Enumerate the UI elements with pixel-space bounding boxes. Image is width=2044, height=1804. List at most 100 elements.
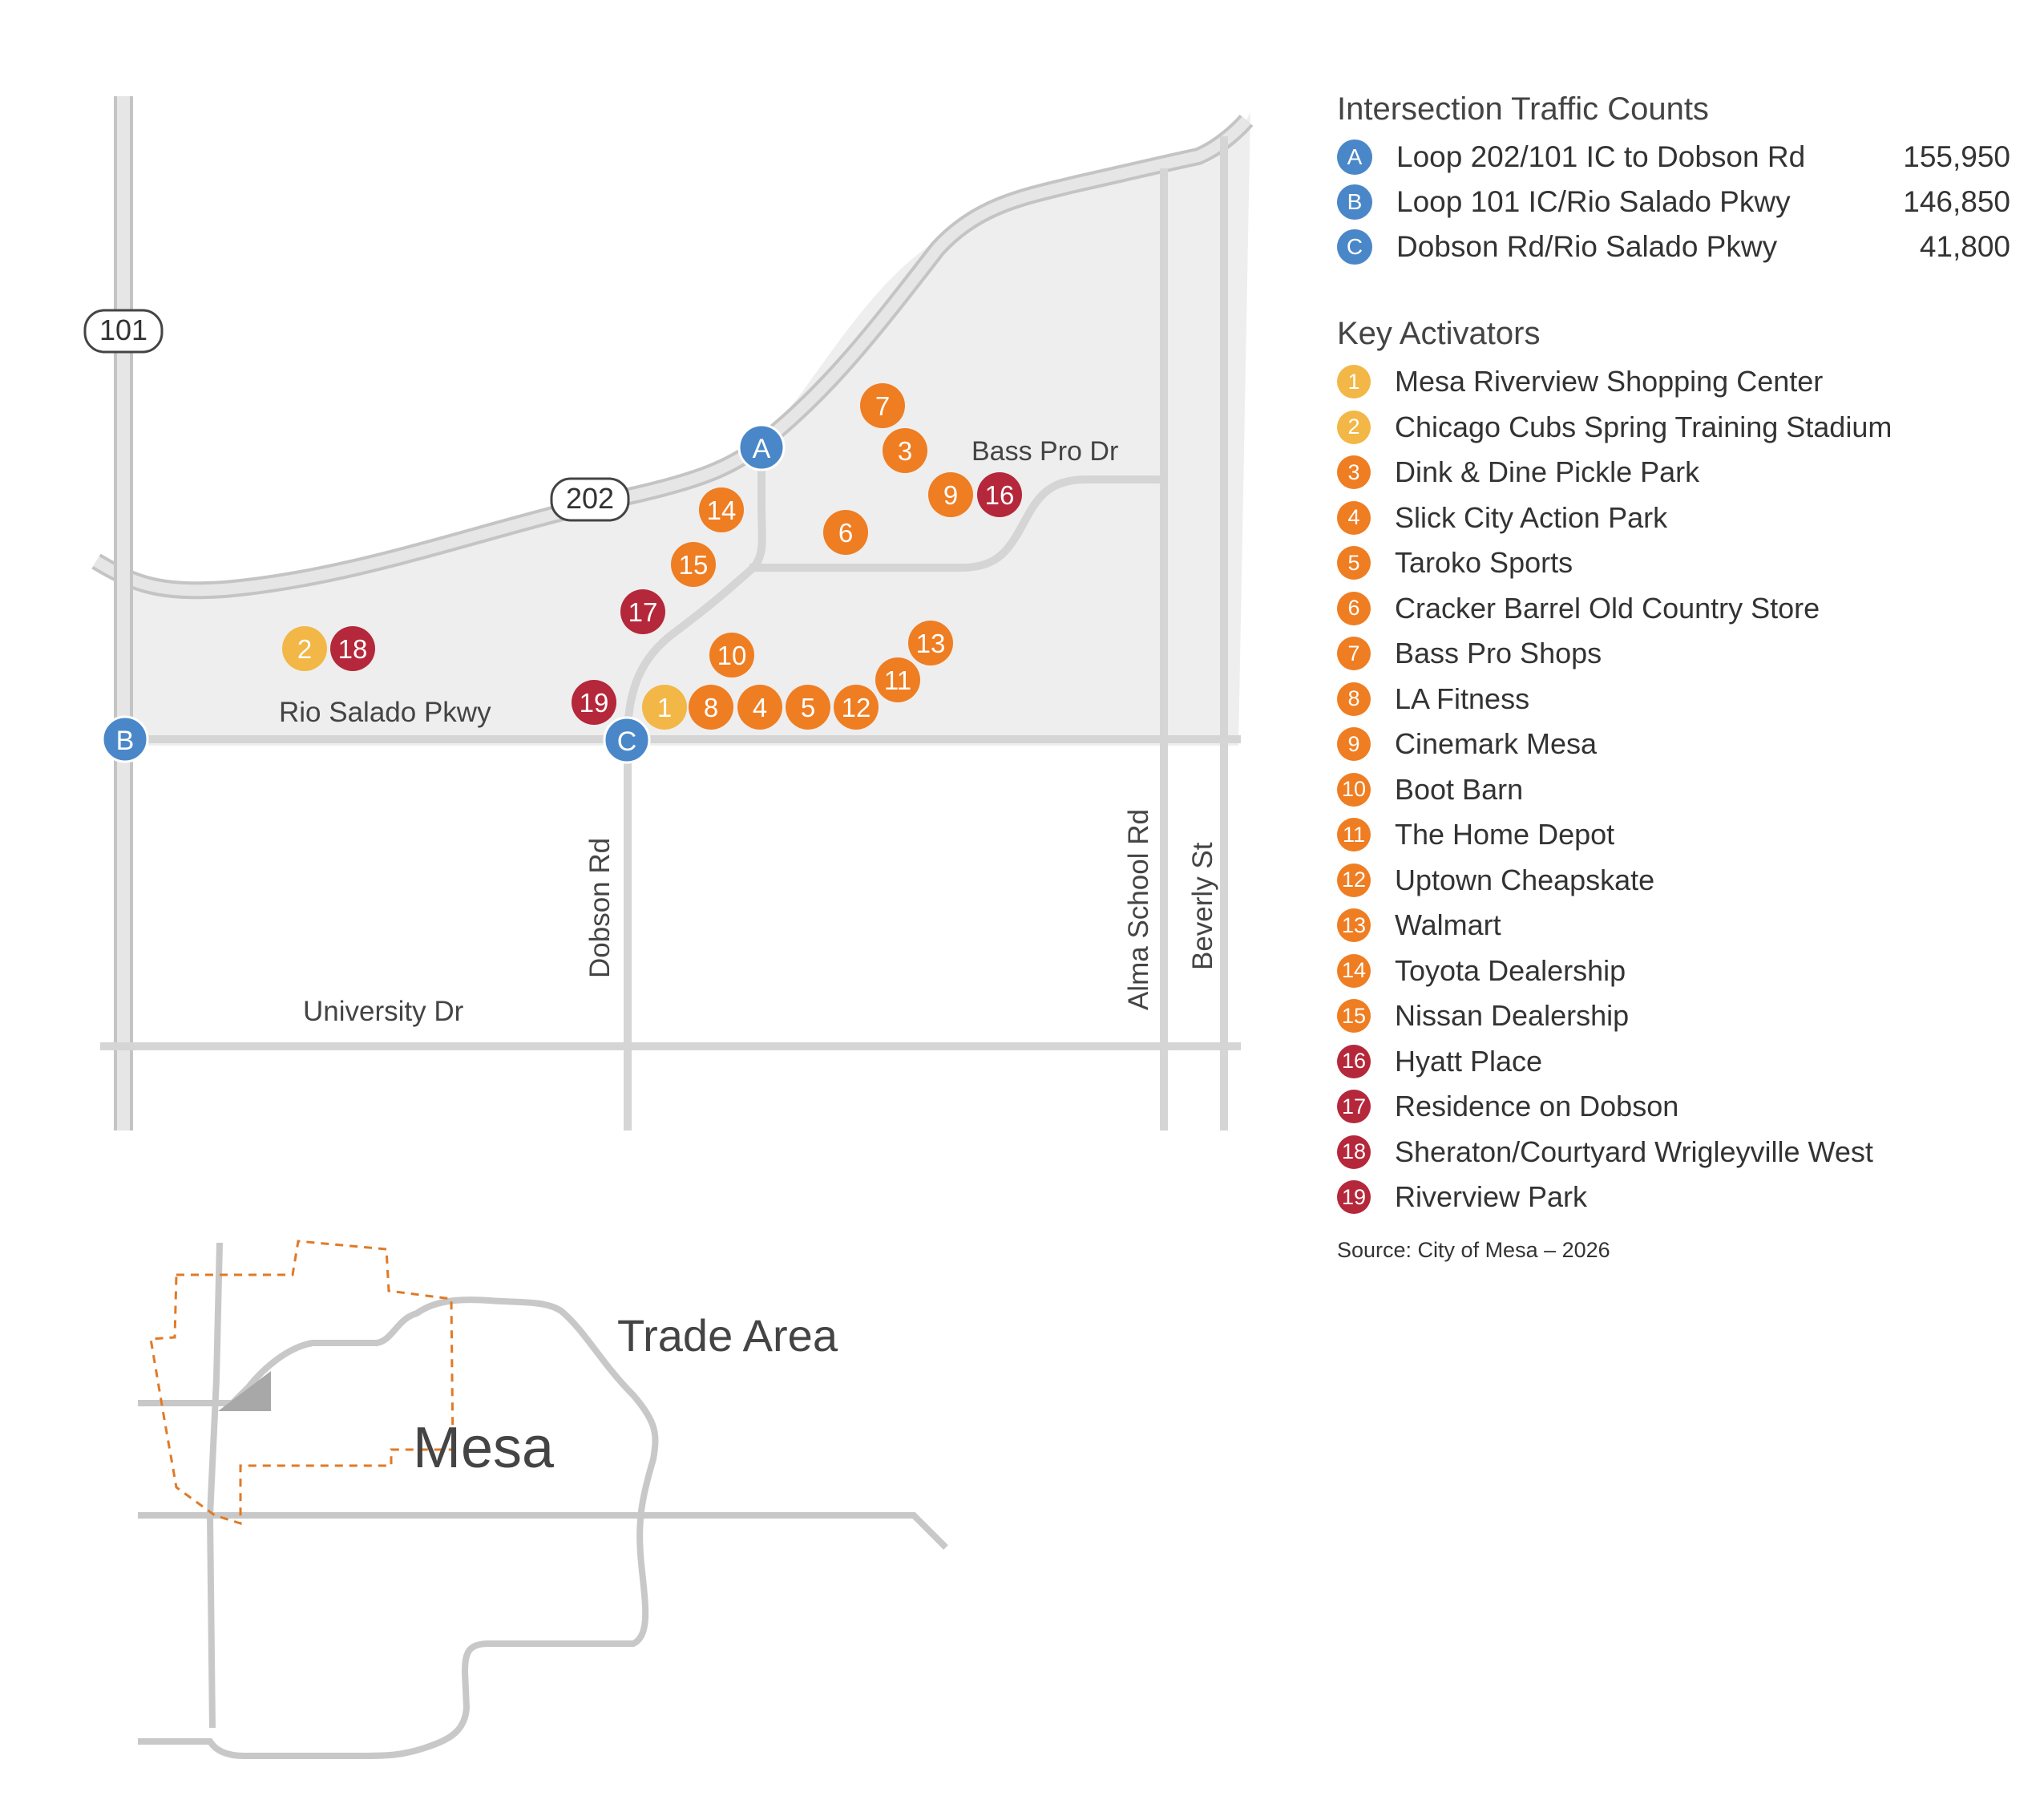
activator-label: The Home Depot	[1395, 818, 1615, 851]
activator-number-icon: 6	[1337, 591, 1371, 625]
activator-marker-3[interactable]: 3	[883, 428, 927, 473]
activator-marker-6[interactable]: 6	[823, 510, 868, 555]
activator-marker-1[interactable]: 1	[642, 685, 687, 730]
svg-text:7: 7	[875, 391, 890, 421]
svg-text:15: 15	[679, 550, 709, 580]
traffic-label: Dobson Rd/Rio Salado Pkwy	[1396, 230, 1778, 263]
svg-text:17: 17	[628, 597, 658, 627]
activator-label: Cracker Barrel Old Country Store	[1395, 591, 1820, 625]
intersection-marker-a[interactable]: A	[737, 423, 786, 471]
trade-area-boundary	[149, 1240, 454, 1526]
road-label-alma-school-rd: Alma School Rd	[1123, 809, 1154, 1010]
svg-text:5: 5	[801, 693, 815, 722]
legend-panel: Intersection Traffic Counts A Loop 202/1…	[1337, 87, 2010, 1263]
activator-row: 1 Mesa Riverview Shopping Center	[1337, 359, 2010, 405]
activator-marker-9[interactable]: 9	[928, 472, 973, 517]
activator-row: 3 Dink & Dine Pickle Park	[1337, 450, 2010, 495]
activator-marker-13[interactable]: 13	[908, 621, 953, 665]
traffic-row: B Loop 101 IC/Rio Salado Pkwy 146,850	[1337, 180, 2010, 224]
svg-text:11: 11	[884, 665, 911, 695]
intersection-marker-b[interactable]: B	[101, 715, 149, 763]
road-network	[91, 96, 1254, 1131]
activator-marker-4[interactable]: 4	[737, 685, 782, 730]
inset-trade-area-label: Trade Area	[617, 1310, 838, 1361]
svg-text:13: 13	[916, 629, 946, 658]
activator-number-icon: 14	[1337, 953, 1371, 988]
activator-number-icon: 17	[1337, 1090, 1371, 1124]
road-label-beverly-st: Beverly St	[1187, 842, 1218, 970]
activator-label: Uptown Cheapskate	[1395, 863, 1655, 896]
activator-label: LA Fitness	[1395, 682, 1530, 715]
activator-marker-10[interactable]: 10	[709, 633, 754, 678]
intersection-marker-c[interactable]: C	[603, 716, 651, 764]
activator-marker-2[interactable]: 2	[282, 626, 327, 671]
activator-row: 6 Cracker Barrel Old Country Store	[1337, 586, 2010, 632]
activator-label: Sheraton/Courtyard Wrigleyville West	[1395, 1135, 1873, 1168]
svg-text:18: 18	[338, 634, 368, 664]
activator-number-icon: 7	[1337, 637, 1371, 671]
traffic-row: C Dobson Rd/Rio Salado Pkwy 41,800	[1337, 224, 2010, 269]
activator-label: Residence on Dobson	[1395, 1090, 1679, 1123]
activator-label: Hyatt Place	[1395, 1044, 1543, 1078]
activator-label: Cinemark Mesa	[1395, 727, 1598, 761]
svg-text:9: 9	[943, 480, 958, 510]
activator-label: Riverview Park	[1395, 1180, 1588, 1214]
road-label-university-dr: University Dr	[303, 996, 464, 1027]
activator-number-icon: 1	[1337, 365, 1371, 399]
inset-city-label: Mesa	[413, 1416, 555, 1480]
svg-text:6: 6	[838, 518, 853, 548]
activator-row: 12 Uptown Cheapskate	[1337, 858, 2010, 904]
svg-text:14: 14	[707, 495, 737, 525]
activator-marker-15[interactable]: 15	[671, 542, 716, 587]
activator-marker-19[interactable]: 19	[572, 680, 616, 725]
activator-marker-7[interactable]: 7	[860, 383, 905, 428]
activator-marker-11[interactable]: 11	[875, 657, 920, 702]
traffic-marker-c-icon: C	[1337, 229, 1372, 265]
activator-number-icon: 5	[1337, 546, 1371, 580]
activator-number-icon: 12	[1337, 863, 1371, 897]
activator-row: 17 Residence on Dobson	[1337, 1084, 2010, 1130]
shield-202-icon: 202	[550, 477, 630, 522]
svg-text:1: 1	[657, 693, 672, 722]
svg-text:C: C	[617, 726, 637, 757]
activator-label: Dink & Dine Pickle Park	[1395, 455, 1700, 489]
activator-marker-14[interactable]: 14	[699, 487, 744, 532]
activator-number-icon: 10	[1337, 772, 1371, 807]
activator-number-icon: 13	[1337, 908, 1371, 943]
svg-text:8: 8	[704, 693, 718, 722]
traffic-marker-b-icon: B	[1337, 184, 1372, 220]
activator-label: Mesa Riverview Shopping Center	[1395, 365, 1824, 398]
activator-row: 13 Walmart	[1337, 903, 2010, 949]
activator-marker-8[interactable]: 8	[689, 685, 733, 730]
traffic-marker-a-icon: A	[1337, 140, 1372, 175]
svg-text:12: 12	[842, 693, 871, 722]
traffic-value: 41,800	[1919, 230, 2010, 263]
shield-101-text: 101	[99, 313, 147, 346]
activator-label: Walmart	[1395, 908, 1501, 942]
activator-marker-17[interactable]: 17	[620, 589, 665, 634]
activator-markers: 1 2 3 4 5 6 7 8 9 10 11 12 13 14 15 16 1…	[282, 383, 1022, 730]
activator-marker-5[interactable]: 5	[786, 685, 830, 730]
traffic-label: Loop 101 IC/Rio Salado Pkwy	[1396, 185, 1791, 218]
activator-number-icon: 15	[1337, 999, 1371, 1033]
inset-map	[138, 1240, 948, 1759]
district-area	[122, 112, 1250, 746]
activator-marker-18[interactable]: 18	[330, 626, 375, 671]
activator-label: Nissan Dealership	[1395, 999, 1630, 1033]
activator-number-icon: 9	[1337, 727, 1371, 762]
activator-marker-12[interactable]: 12	[834, 685, 879, 730]
activator-number-icon: 8	[1337, 682, 1371, 716]
svg-text:2: 2	[297, 634, 312, 664]
activator-row: 9 Cinemark Mesa	[1337, 722, 2010, 767]
shield-202-text: 202	[566, 482, 614, 515]
svg-text:19: 19	[580, 688, 609, 718]
activator-number-icon: 3	[1337, 455, 1371, 490]
activator-marker-16[interactable]: 16	[977, 472, 1022, 517]
activator-label: Slick City Action Park	[1395, 500, 1668, 534]
